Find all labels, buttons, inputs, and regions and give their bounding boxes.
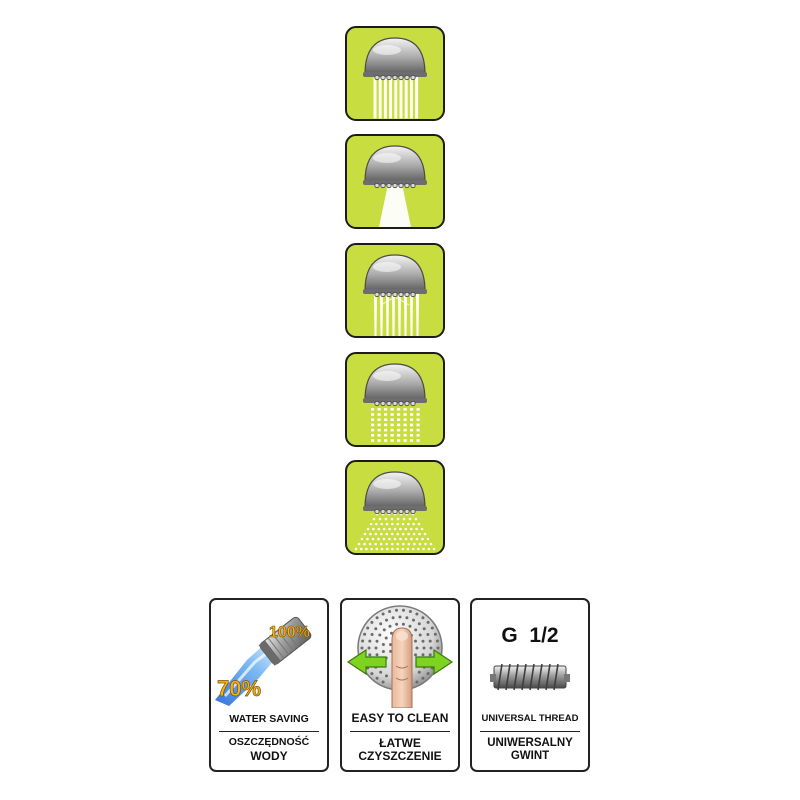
thread-icon: G 1/2: [490, 624, 570, 691]
thread-label-en: UNIVERSAL THREAD: [481, 713, 579, 724]
divider: [350, 731, 450, 732]
easy-clean-label-pl-1: ŁATWE: [379, 736, 421, 750]
water-saving-label-pl-2: WODY: [250, 749, 288, 763]
universal-thread-card: G 1/2 UNIVERSAL THREAD UNIWERSALNY GWINT: [470, 598, 590, 772]
spray-pattern: [379, 184, 411, 227]
divider: [480, 731, 580, 732]
thread-label-pl-2: GWINT: [510, 750, 550, 762]
spray-mode-mist: [345, 352, 445, 447]
percent-high-label: 100%: [269, 624, 310, 641]
shower-head-icon: [363, 363, 427, 442]
water-saving-label-en: WATER SAVING: [229, 713, 309, 725]
water-saving-icon: 100% 70%: [215, 616, 312, 706]
shower-head-icon: [363, 145, 427, 227]
thread-label-pl-1: UNIWERSALNY: [487, 737, 573, 749]
easy-clean-icon: [346, 605, 454, 708]
shower-head-icon: [354, 471, 436, 551]
spray-mode-massage: [345, 243, 445, 338]
spray-mode-rain: [345, 26, 445, 121]
shower-head-icon: [363, 254, 427, 336]
thread-size-label: G 1/2: [501, 624, 558, 647]
spray-modes: [345, 26, 445, 555]
divider: [219, 731, 319, 732]
water-saving-label-pl-1: OSZCZĘDNOŚĆ: [228, 736, 310, 748]
spray-pattern: [373, 75, 419, 119]
spray-pattern: [374, 293, 419, 336]
arrow-left-icon: [346, 648, 387, 676]
spray-pattern: [371, 408, 420, 442]
percent-low-label: 70%: [217, 676, 261, 701]
spray-mode-soft: [345, 460, 445, 555]
easy-clean-label-en: EASY TO CLEAN: [351, 711, 449, 725]
easy-clean-label-pl-2: CZYSZCZENIE: [358, 749, 442, 763]
water-saving-card: 100% 70% WATER SAVING OSZCZĘDNOŚĆ WODY: [209, 598, 329, 772]
arrow-right-icon: [415, 648, 454, 676]
easy-clean-card: EASY TO CLEAN ŁATWE CZYSZCZENIE: [340, 598, 460, 772]
spray-mode-jet: [345, 134, 445, 229]
shower-head-icon: [363, 37, 427, 119]
spray-pattern: [354, 512, 436, 551]
